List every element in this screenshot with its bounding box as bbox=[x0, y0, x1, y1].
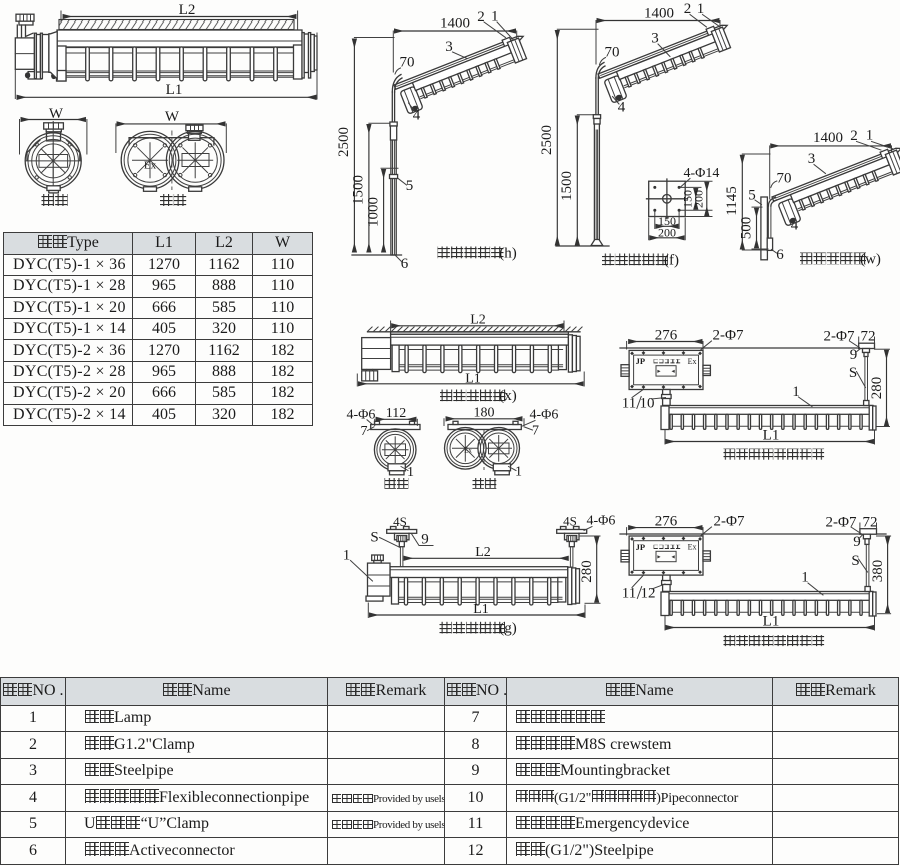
svg-text:2500: 2500 bbox=[336, 127, 352, 157]
svg-text:1: 1 bbox=[407, 465, 414, 480]
svg-text:L1: L1 bbox=[166, 82, 183, 98]
svg-text:2500: 2500 bbox=[539, 125, 555, 155]
svg-text:1400: 1400 bbox=[644, 6, 674, 22]
svg-text:9: 9 bbox=[853, 534, 861, 550]
svg-text:72: 72 bbox=[863, 515, 878, 531]
svg-text:70: 70 bbox=[777, 171, 792, 187]
svg-text:4: 4 bbox=[791, 218, 799, 234]
svg-text:2-Φ7: 2-Φ7 bbox=[826, 515, 857, 531]
svg-text:1: 1 bbox=[491, 9, 499, 25]
svg-text:150: 150 bbox=[680, 190, 694, 208]
svg-text:1: 1 bbox=[515, 465, 522, 480]
svg-text:2-Φ7: 2-Φ7 bbox=[824, 329, 855, 345]
svg-text:(f): (f) bbox=[664, 253, 679, 269]
svg-text:5: 5 bbox=[748, 188, 756, 204]
svg-text:1000: 1000 bbox=[366, 197, 382, 227]
svg-text:9: 9 bbox=[421, 532, 429, 548]
svg-text:10: 10 bbox=[640, 396, 655, 412]
svg-text:4S: 4S bbox=[393, 514, 407, 529]
svg-text:6: 6 bbox=[401, 256, 409, 272]
svg-text:150: 150 bbox=[658, 214, 676, 228]
svg-text:12: 12 bbox=[641, 586, 656, 602]
svg-text:380: 380 bbox=[870, 560, 886, 583]
svg-text:1400: 1400 bbox=[440, 16, 470, 32]
svg-text:4S: 4S bbox=[563, 513, 577, 528]
svg-text:2-Φ7: 2-Φ7 bbox=[714, 514, 745, 530]
svg-text:2: 2 bbox=[850, 128, 858, 144]
svg-text:4-Φ6: 4-Φ6 bbox=[587, 514, 616, 529]
svg-text:280: 280 bbox=[579, 560, 595, 583]
svg-text:2: 2 bbox=[477, 9, 485, 25]
svg-text:4: 4 bbox=[413, 108, 421, 124]
svg-text:S: S bbox=[370, 530, 378, 546]
svg-text:1: 1 bbox=[801, 570, 809, 586]
svg-text:5: 5 bbox=[406, 178, 414, 194]
svg-text:4: 4 bbox=[618, 100, 626, 116]
svg-text:7: 7 bbox=[532, 424, 539, 439]
svg-text:9: 9 bbox=[850, 347, 858, 363]
svg-text:4-Φ14: 4-Φ14 bbox=[684, 166, 720, 181]
svg-text:1145: 1145 bbox=[724, 186, 740, 215]
svg-text:200: 200 bbox=[658, 225, 676, 239]
svg-text:72: 72 bbox=[861, 329, 876, 345]
svg-text:L2: L2 bbox=[179, 2, 196, 18]
svg-text:S: S bbox=[851, 553, 859, 569]
svg-text:200: 200 bbox=[692, 190, 706, 208]
svg-text:3: 3 bbox=[651, 31, 659, 47]
svg-text:70: 70 bbox=[400, 55, 415, 71]
svg-text:3: 3 bbox=[808, 151, 816, 167]
svg-text:Ex: Ex bbox=[144, 160, 157, 172]
svg-text:1: 1 bbox=[697, 1, 705, 17]
svg-text:1: 1 bbox=[866, 128, 874, 144]
svg-text:6: 6 bbox=[776, 247, 784, 263]
svg-text:(g): (g) bbox=[499, 621, 517, 637]
svg-text:1500: 1500 bbox=[559, 171, 575, 201]
svg-text:1: 1 bbox=[343, 548, 351, 564]
svg-text:1400: 1400 bbox=[813, 130, 843, 146]
svg-text:W: W bbox=[165, 109, 180, 125]
svg-text:11: 11 bbox=[622, 396, 636, 412]
svg-text:1: 1 bbox=[792, 384, 800, 400]
svg-text:(h): (h) bbox=[499, 246, 517, 262]
svg-text:280: 280 bbox=[869, 377, 885, 400]
svg-text:4-Φ6: 4-Φ6 bbox=[347, 408, 376, 423]
svg-text:4-Φ6: 4-Φ6 bbox=[530, 408, 559, 423]
svg-text:500: 500 bbox=[738, 217, 754, 240]
svg-text:3: 3 bbox=[445, 39, 453, 55]
svg-text:11: 11 bbox=[622, 586, 636, 602]
svg-text:1500: 1500 bbox=[351, 175, 367, 205]
svg-text:(w): (w) bbox=[860, 252, 881, 268]
svg-text:7: 7 bbox=[361, 424, 368, 439]
svg-text:2-Φ7: 2-Φ7 bbox=[713, 328, 744, 344]
svg-text:2: 2 bbox=[684, 1, 692, 17]
svg-text:Ex: Ex bbox=[464, 447, 472, 455]
svg-text:(x): (x) bbox=[499, 388, 517, 404]
svg-text:S: S bbox=[849, 365, 857, 381]
svg-text:70: 70 bbox=[605, 45, 620, 61]
